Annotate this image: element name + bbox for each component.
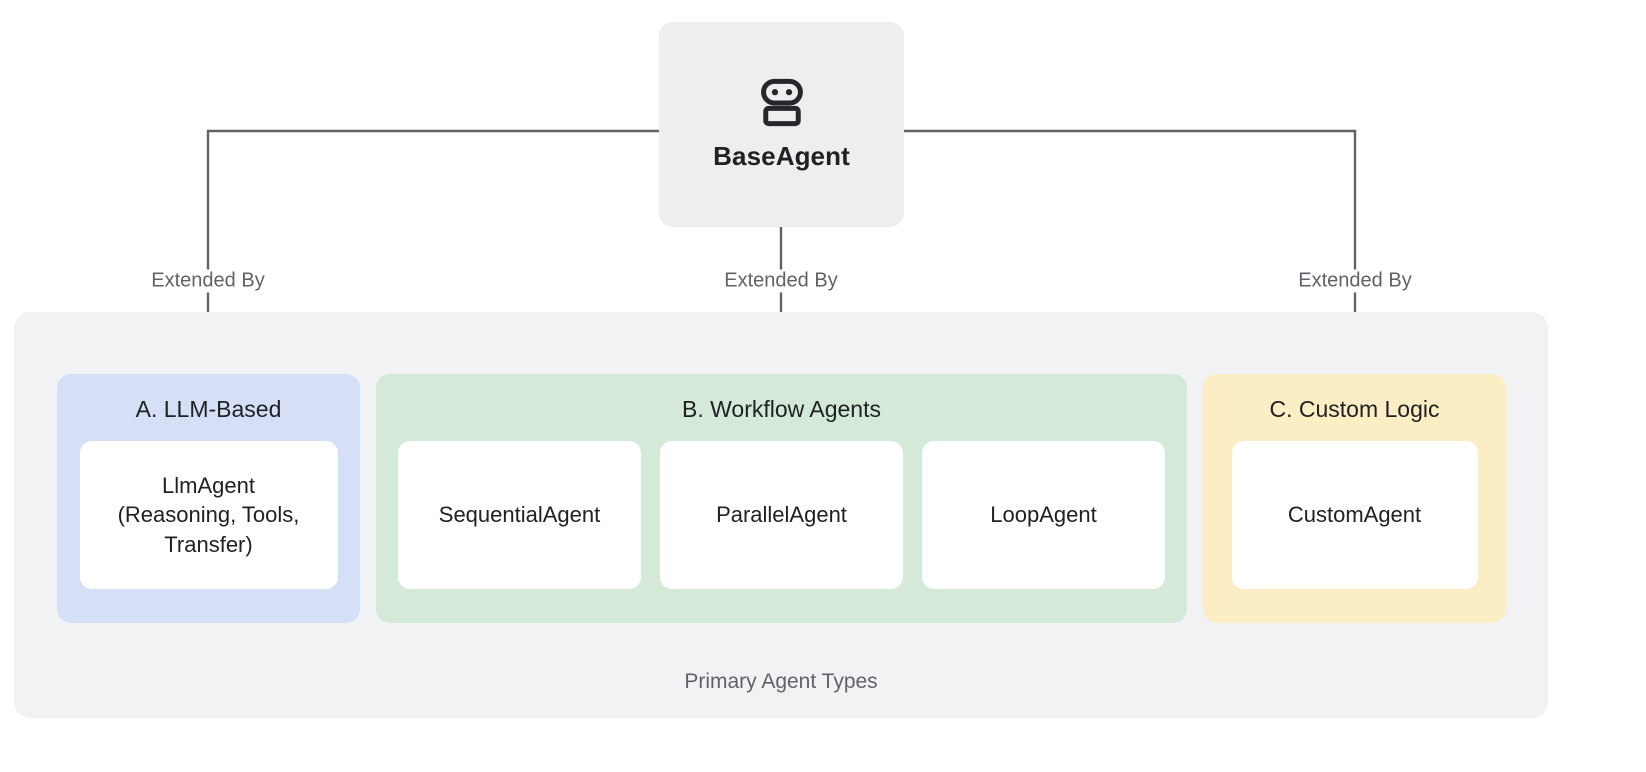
category-llm-based-items: LlmAgent(Reasoning, Tools,Transfer): [57, 441, 360, 611]
agent-node-parallelagent[interactable]: ParallelAgent: [660, 441, 903, 589]
category-custom-logic[interactable]: C. Custom Logic CustomAgent: [1203, 374, 1506, 623]
agent-node-sequentialagent[interactable]: SequentialAgent: [398, 441, 641, 589]
robot-icon: [760, 78, 803, 127]
category-workflow-agents-items: SequentialAgent ParallelAgent LoopAgent: [376, 441, 1187, 611]
category-custom-logic-items: CustomAgent: [1203, 441, 1506, 611]
edge-label-left: Extended By: [142, 269, 274, 293]
category-llm-based-title: A. LLM-Based: [135, 396, 282, 422]
base-agent-node[interactable]: BaseAgent: [659, 22, 904, 227]
agent-node-loopagent[interactable]: LoopAgent: [922, 441, 1165, 589]
agent-node-llmagent[interactable]: LlmAgent(Reasoning, Tools,Transfer): [79, 441, 338, 589]
edge-label-middle: Extended By: [715, 269, 847, 293]
category-workflow-agents[interactable]: B. Workflow Agents SequentialAgent Paral…: [376, 374, 1187, 623]
base-agent-label: BaseAgent: [713, 141, 850, 171]
category-workflow-agents-title: B. Workflow Agents: [682, 396, 881, 422]
agent-node-customagent[interactable]: CustomAgent: [1231, 441, 1478, 589]
group-caption: Primary Agent Types: [684, 670, 878, 693]
category-llm-based[interactable]: A. LLM-Based LlmAgent(Reasoning, Tools,T…: [57, 374, 360, 623]
edge-label-right: Extended By: [1289, 269, 1421, 293]
category-custom-logic-title: C. Custom Logic: [1269, 396, 1440, 422]
